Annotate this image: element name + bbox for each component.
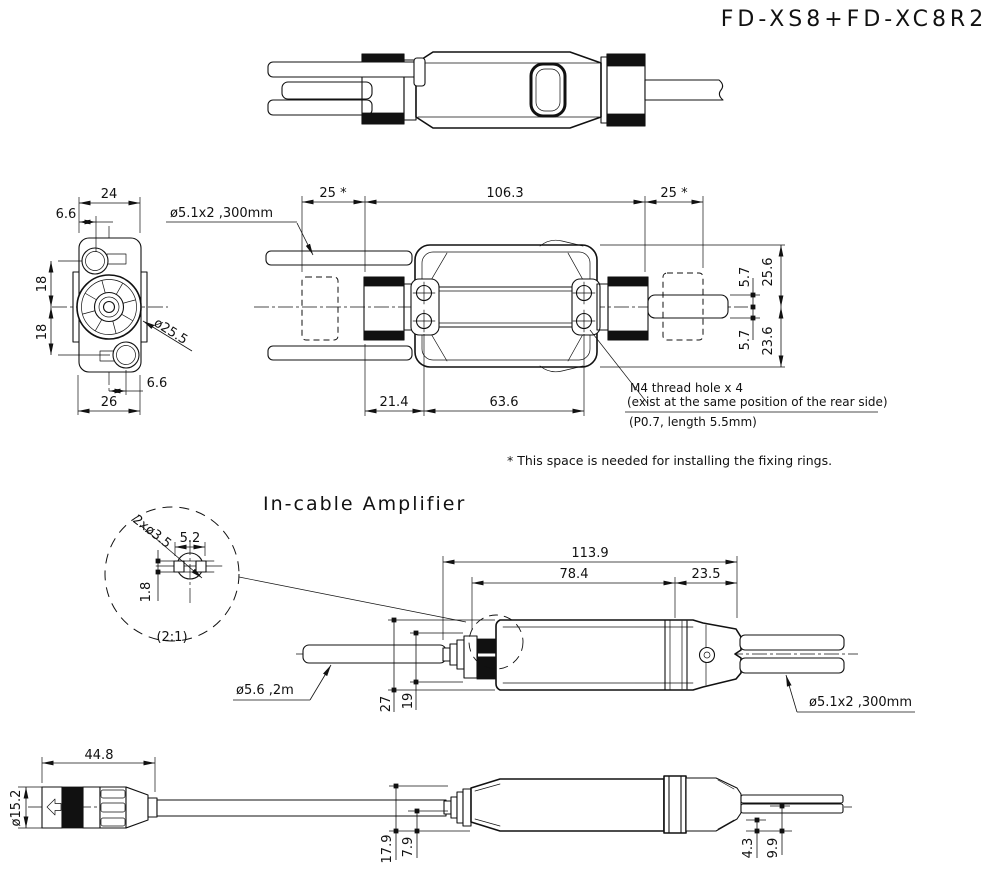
label-cable-left: ø5.6 ,2m <box>236 683 294 698</box>
connector-barrel <box>99 786 127 829</box>
amp-side-view: 113.9 78.4 23.5 27 19 ø5.6 ,2m ø5.1x2 ,3… <box>233 546 915 713</box>
dim-nut-to-hole: 21.4 <box>380 395 409 410</box>
dim-half-height-upper: 25.6 <box>761 258 776 287</box>
label-cables: ø5.1x2 ,300mm <box>170 206 273 221</box>
sensor-body <box>414 244 598 368</box>
cable-label-amp-right: ø5.1x2 ,300mm <box>785 674 915 713</box>
sensor-view-dimensions: 25 * 106.3 25 * 5.7 25.6 5.7 23.6 21.4 6… <box>301 186 785 416</box>
flow-direction-arrow-icon <box>46 798 62 816</box>
dim-bottom-width: 26 <box>101 395 118 410</box>
display-window <box>529 62 567 118</box>
cable-upper <box>265 250 413 266</box>
dim-lower-height: 7.9 <box>401 837 416 858</box>
fixing-ring-left <box>301 276 339 341</box>
fixing-ring-right <box>662 272 704 341</box>
dim-top-offset: 6.6 <box>56 207 77 222</box>
dim-height: 27 <box>379 696 394 713</box>
dim-total-height: 17.9 <box>380 835 395 864</box>
m4-note-line1: M4 thread hole x 4 <box>630 381 743 395</box>
screw-hole-top <box>81 247 109 275</box>
detail-circle <box>104 506 240 642</box>
dim-end-length: 23.5 <box>692 567 721 582</box>
cable-left <box>302 644 447 664</box>
m4-note-line2: (exist at the same position of the rear … <box>627 395 888 409</box>
sensor-body <box>415 51 602 129</box>
sensor-side-view: ø5.1x2 ,300mm 25 * 106.3 25 * 5.7 25.6 5… <box>166 186 888 429</box>
amplifier-body <box>495 619 742 691</box>
mounting-hole <box>698 646 716 664</box>
cable-upper <box>267 61 423 78</box>
detail-scale: (2:1) <box>156 630 187 645</box>
m4-note-line3: (P0.7, length 5.5mm) <box>629 415 757 429</box>
label-holes: 2xø3.5 <box>130 512 174 551</box>
dim-right-outer: 9.9 <box>766 838 781 859</box>
cable-label-left: ø5.1x2 ,300mm <box>166 206 314 256</box>
m4-thread-holes <box>412 281 596 333</box>
dim-right-inner: 4.3 <box>741 838 756 859</box>
cable-run <box>156 799 447 817</box>
dim-body-length: 106.3 <box>486 186 523 201</box>
amplifier-body-bottom <box>470 778 665 832</box>
dim-connector-length: 44.8 <box>85 748 114 763</box>
dim-detail-height: 1.8 <box>139 582 154 603</box>
dim-detail-width: 5.2 <box>180 531 201 546</box>
fixing-ring-footnote: * This space is needed for installing th… <box>507 453 832 468</box>
cable-right-upper <box>739 634 845 651</box>
sensor-perspective-view <box>267 51 724 129</box>
dim-space-left: 25 * <box>319 186 347 201</box>
m4-note: M4 thread hole x 4 (exist at the same po… <box>589 329 888 429</box>
label-cable-right: ø5.1x2 ,300mm <box>809 695 912 710</box>
right-cap <box>685 777 742 832</box>
knurled-nut-left <box>363 276 405 341</box>
dim-upper-height: 18 <box>35 276 50 293</box>
dim-cable-offset-lower: 5.7 <box>738 330 753 351</box>
cable-clip <box>413 57 426 87</box>
dim-total-length: 113.9 <box>571 546 608 561</box>
cable-label-amp-left: ø5.6 ,2m <box>233 664 332 701</box>
dim-space-right: 25 * <box>660 186 688 201</box>
sensor-head-view: 24 6.6 18 18 6.6 26 ø25.5 <box>35 187 193 415</box>
detail-reference-circle <box>468 614 524 670</box>
dim-cable-offset-upper: 5.7 <box>738 267 753 288</box>
clamp-block <box>476 638 499 680</box>
cable-right-lower <box>739 657 845 674</box>
cable-gland <box>463 635 478 679</box>
amp-side-dimensions: 113.9 78.4 23.5 27 19 <box>379 546 738 713</box>
connector-black-band <box>61 786 84 829</box>
dim-half-height-lower: 23.6 <box>761 327 776 356</box>
cable-lower <box>267 345 413 361</box>
dim-lower-height: 18 <box>35 324 50 341</box>
amplifier-heading: In-cable Amplifier <box>263 493 466 515</box>
dim-inner-height: 19 <box>401 693 416 710</box>
cable-out-lower <box>740 803 844 814</box>
connector-dimensions: 44.8 ø15.2 <box>9 748 156 829</box>
cable-out-upper <box>740 794 844 804</box>
label-lens-diameter: ø25.5 <box>151 316 190 348</box>
dim-body-length: 78.4 <box>560 567 589 582</box>
screw-hole-bottom <box>112 341 140 369</box>
cable-lower <box>267 99 373 116</box>
amp-bottom-dimensions: 17.9 7.9 4.3 9.9 <box>380 783 792 864</box>
dim-top-width: 24 <box>101 187 118 202</box>
lens-assembly <box>76 274 142 340</box>
amp-bottom-view: 17.9 7.9 4.3 9.9 <box>380 775 844 864</box>
dim-hole-pitch: 63.6 <box>490 395 519 410</box>
dim-connector-diameter: ø15.2 <box>9 790 24 827</box>
dim-bottom-offset: 6.6 <box>147 376 168 391</box>
cable-middle <box>281 81 373 100</box>
knurled-nut-right <box>607 276 649 341</box>
drawing-title: FD-XS8+FD-XC8R2 <box>721 7 987 32</box>
mount-band <box>663 775 687 834</box>
cable-right <box>647 294 729 319</box>
amp-detail-view: 2xø3.5 5.2 1.8 (2:1) <box>104 506 467 645</box>
cable-right <box>644 79 724 101</box>
